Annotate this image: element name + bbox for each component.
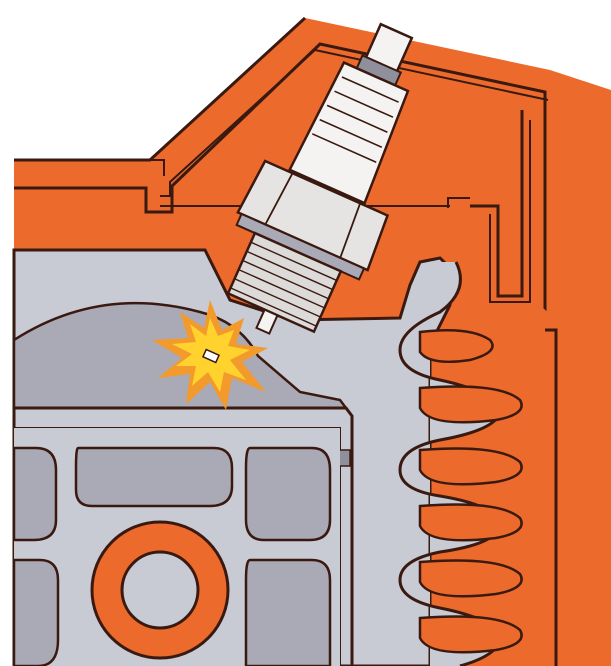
connecting-rod-eye [92,522,228,658]
